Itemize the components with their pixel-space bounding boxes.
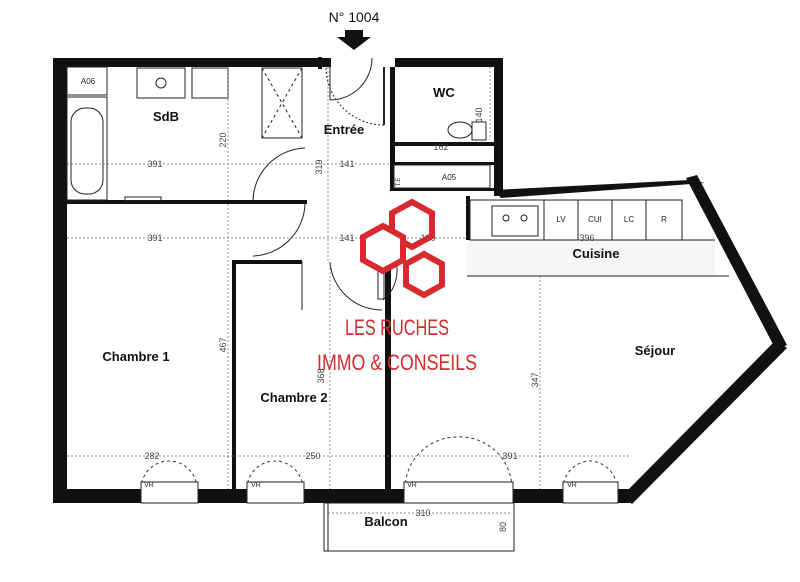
label-vr-4: VR — [567, 482, 577, 489]
dim-balcon-width: 310 — [415, 508, 430, 518]
doors — [252, 57, 398, 311]
label-te: T.E — [396, 178, 402, 187]
dim-sdb-height: 220 — [218, 132, 228, 147]
outer-walls — [53, 58, 787, 504]
room-chambre1: Chambre 1 — [102, 349, 169, 364]
watermark-logo — [360, 198, 445, 299]
label-vr-1: VR — [144, 482, 154, 489]
dim-ch1-height: 467 — [218, 337, 228, 352]
label-vr-3: VR — [407, 482, 417, 489]
dim-kitchen-width: 396 — [579, 233, 594, 243]
window-frames — [140, 481, 619, 504]
entrance-arrow-icon — [337, 30, 371, 50]
label-lv: LV — [556, 215, 566, 224]
room-entree: Entrée — [324, 122, 364, 137]
interior-walls — [67, 57, 494, 490]
room-sejour: Séjour — [635, 343, 675, 358]
apartment-number: N° 1004 — [329, 9, 380, 25]
dim-wc-width: 162 — [433, 142, 448, 152]
dim-sejour-height: 347 — [530, 372, 540, 387]
dim-wc-height: 140 — [474, 107, 484, 122]
dim-ch2-height: 368 — [316, 368, 326, 383]
fixtures — [66, 66, 729, 300]
kitchen-fill — [467, 240, 715, 276]
watermark-line2: IMMO & CONSEILS — [317, 350, 477, 375]
dim-ch2-width-bottom: 250 — [305, 451, 320, 461]
label-a05: A05 — [442, 173, 457, 182]
room-chambre2: Chambre 2 — [260, 390, 327, 405]
dim-entree-width-mid: 141 — [339, 233, 354, 243]
label-r: R — [661, 215, 667, 224]
dim-ch1-width-mid: 391 — [147, 233, 162, 243]
label-lc: LC — [624, 215, 634, 224]
room-balcon: Balcon — [364, 514, 407, 529]
dim-sejour-width-bottom: 391 — [502, 451, 517, 461]
dim-entree-width-top: 141 — [339, 159, 354, 169]
dim-ch1-width-bottom: 282 — [144, 451, 159, 461]
room-wc: WC — [433, 85, 455, 100]
dim-sdb-width: 391 — [147, 159, 162, 169]
label-vr-2: VR — [251, 482, 261, 489]
dim-balcon-depth: 80 — [498, 522, 508, 532]
room-cuisine: Cuisine — [573, 246, 620, 261]
label-cui: CUI — [588, 215, 602, 224]
balcony-outline — [323, 502, 515, 552]
room-sdb: SdB — [153, 109, 179, 124]
watermark-line1: LES RUCHES — [345, 315, 449, 340]
label-a06: A06 — [81, 77, 96, 86]
dim-entree-height: 319 — [314, 159, 324, 174]
windows — [140, 436, 618, 490]
